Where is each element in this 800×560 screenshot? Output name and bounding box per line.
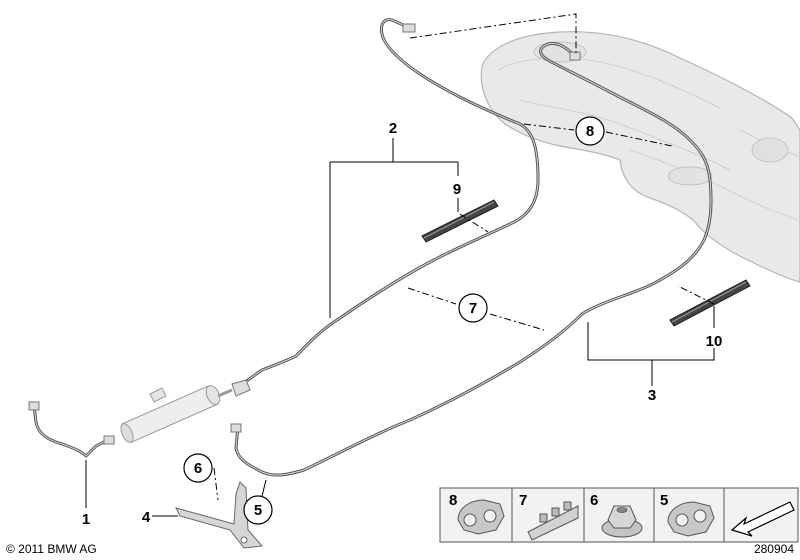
callout-5: 5: [254, 502, 262, 519]
callout-9: 9: [453, 181, 461, 198]
callout-circle-5: 5: [243, 495, 273, 525]
legend-label-7: 7: [519, 492, 527, 509]
parts-legend: 8 7 6: [439, 487, 799, 543]
callout-1: 1: [82, 511, 90, 528]
fuel-pipe-3: [230, 42, 713, 477]
callout-3: 3: [648, 387, 656, 404]
fuel-pipe-1: [28, 401, 115, 458]
legend-label-8: 8: [449, 492, 457, 509]
legend-label-5: 5: [660, 492, 668, 509]
protector-strip-10: [669, 279, 751, 327]
callout-circle-7: 7: [458, 293, 488, 323]
hex-nut-icon: [601, 505, 643, 538]
protector-strip-9: [421, 199, 499, 243]
leader-lines: [85, 13, 715, 517]
legend-cell-7: 7: [519, 492, 579, 541]
clip-holder-icon: [667, 501, 715, 537]
legend-cell-6: 6: [590, 492, 643, 538]
bracket-4: [175, 481, 264, 549]
callout-labels: 2 9 3 10 1 4 8 7 6 5: [82, 116, 723, 528]
copyright-text: © 2011 BMW AG: [6, 542, 97, 556]
callout-4: 4: [142, 509, 151, 526]
legend-cell-5: 5: [660, 492, 715, 537]
callout-8: 8: [586, 123, 594, 140]
pipe-clip-icon: [527, 501, 579, 541]
callout-7: 7: [469, 300, 477, 317]
diagram-number: 280904: [754, 542, 794, 556]
callout-circle-8: 8: [575, 116, 605, 146]
callout-circle-6: 6: [183, 453, 213, 483]
callout-2: 2: [389, 120, 397, 137]
fuel-filter: [120, 379, 251, 443]
callout-10: 10: [706, 333, 723, 350]
legend-cell-8: 8: [449, 492, 505, 535]
clip-holder-icon: [457, 499, 505, 535]
fuel-tank: [480, 31, 800, 283]
fuel-pipe-2: [246, 18, 540, 382]
callout-6: 6: [194, 460, 202, 477]
direction-arrow-icon: [730, 501, 795, 537]
legend-label-6: 6: [590, 492, 598, 509]
